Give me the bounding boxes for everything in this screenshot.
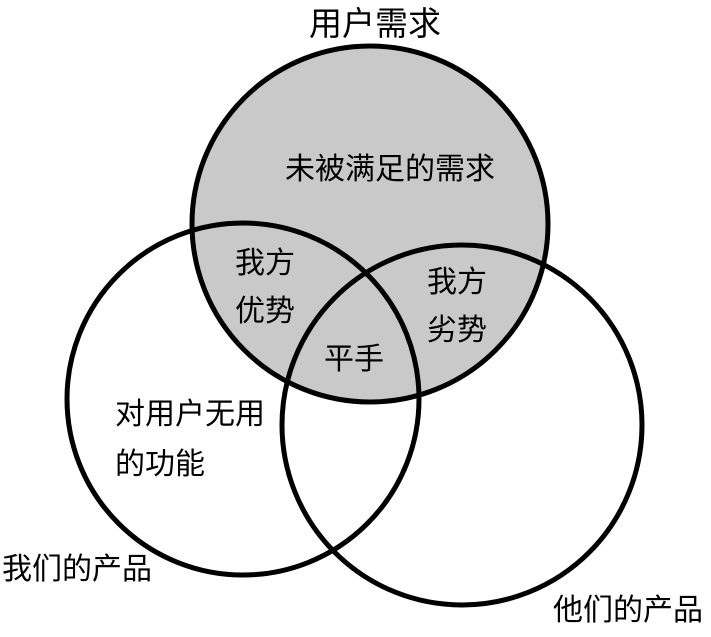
- our-product-circle: [64, 220, 422, 578]
- region-label-unmet-needs: 未被满足的需求: [285, 153, 495, 186]
- user-needs-circle: [189, 43, 551, 405]
- circle-label-our-product: 我们的产品: [2, 553, 152, 586]
- region-label-useless-features: 对用户无用 的功能: [115, 398, 265, 481]
- circle-label-user-needs: 用户需求: [309, 5, 441, 42]
- region-label-our-disadvantage: 我方 劣势: [427, 266, 487, 347]
- circle-label-their-product: 他们的产品: [553, 594, 703, 627]
- region-label-tie: 平手: [324, 343, 384, 376]
- region-label-our-advantage: 我方 优势: [235, 247, 295, 328]
- their-product-circle: [279, 242, 645, 608]
